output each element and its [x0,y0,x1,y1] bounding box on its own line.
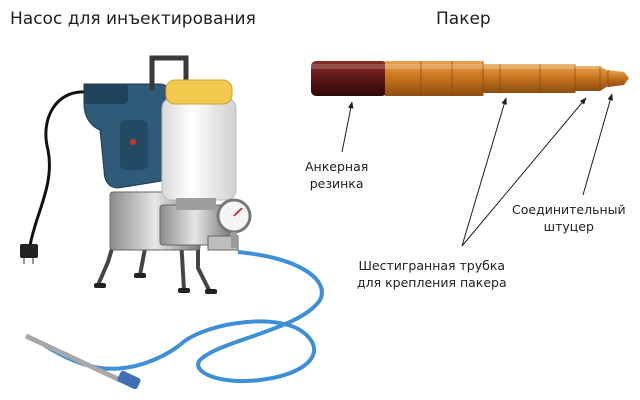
label-anchor-rubber: Анкерная резинка [305,158,368,192]
power-plug [20,244,38,258]
arrow-hex-2 [461,97,587,247]
injection-lance [24,333,122,383]
arrow-hex-1 [461,97,507,247]
packer-title: Пакер [436,9,491,29]
hex-tube-part [483,64,575,93]
arrow-fitting [582,93,613,196]
packer-illustration [311,61,629,96]
packer-body-part [385,61,483,96]
fitting-tip-part [608,70,629,87]
pump-title: Насос для инъектирования [10,9,256,29]
label-fitting-line1: Соединительный [512,202,626,217]
label-hex-line1: Шестигранная трубка [358,258,506,273]
anchor-rubber-part [311,61,387,96]
fitting-part [575,66,608,91]
injection-hose [178,250,324,383]
label-hex-line2: для крепления пакера [357,275,507,290]
pump-illustration [20,55,324,390]
tank-lid [165,79,233,105]
callout-arrows [341,93,613,247]
label-hex-tube: Шестигранная трубка для крепления пакера [357,257,507,291]
label-connector-fitting: Соединительный штуцер [512,201,626,235]
label-anchor-line1: Анкерная [305,159,369,174]
material-tank [161,97,237,201]
label-anchor-line2: резинка [309,176,364,191]
label-fitting-line2: штуцер [543,219,594,234]
arrow-anchor [341,101,354,153]
